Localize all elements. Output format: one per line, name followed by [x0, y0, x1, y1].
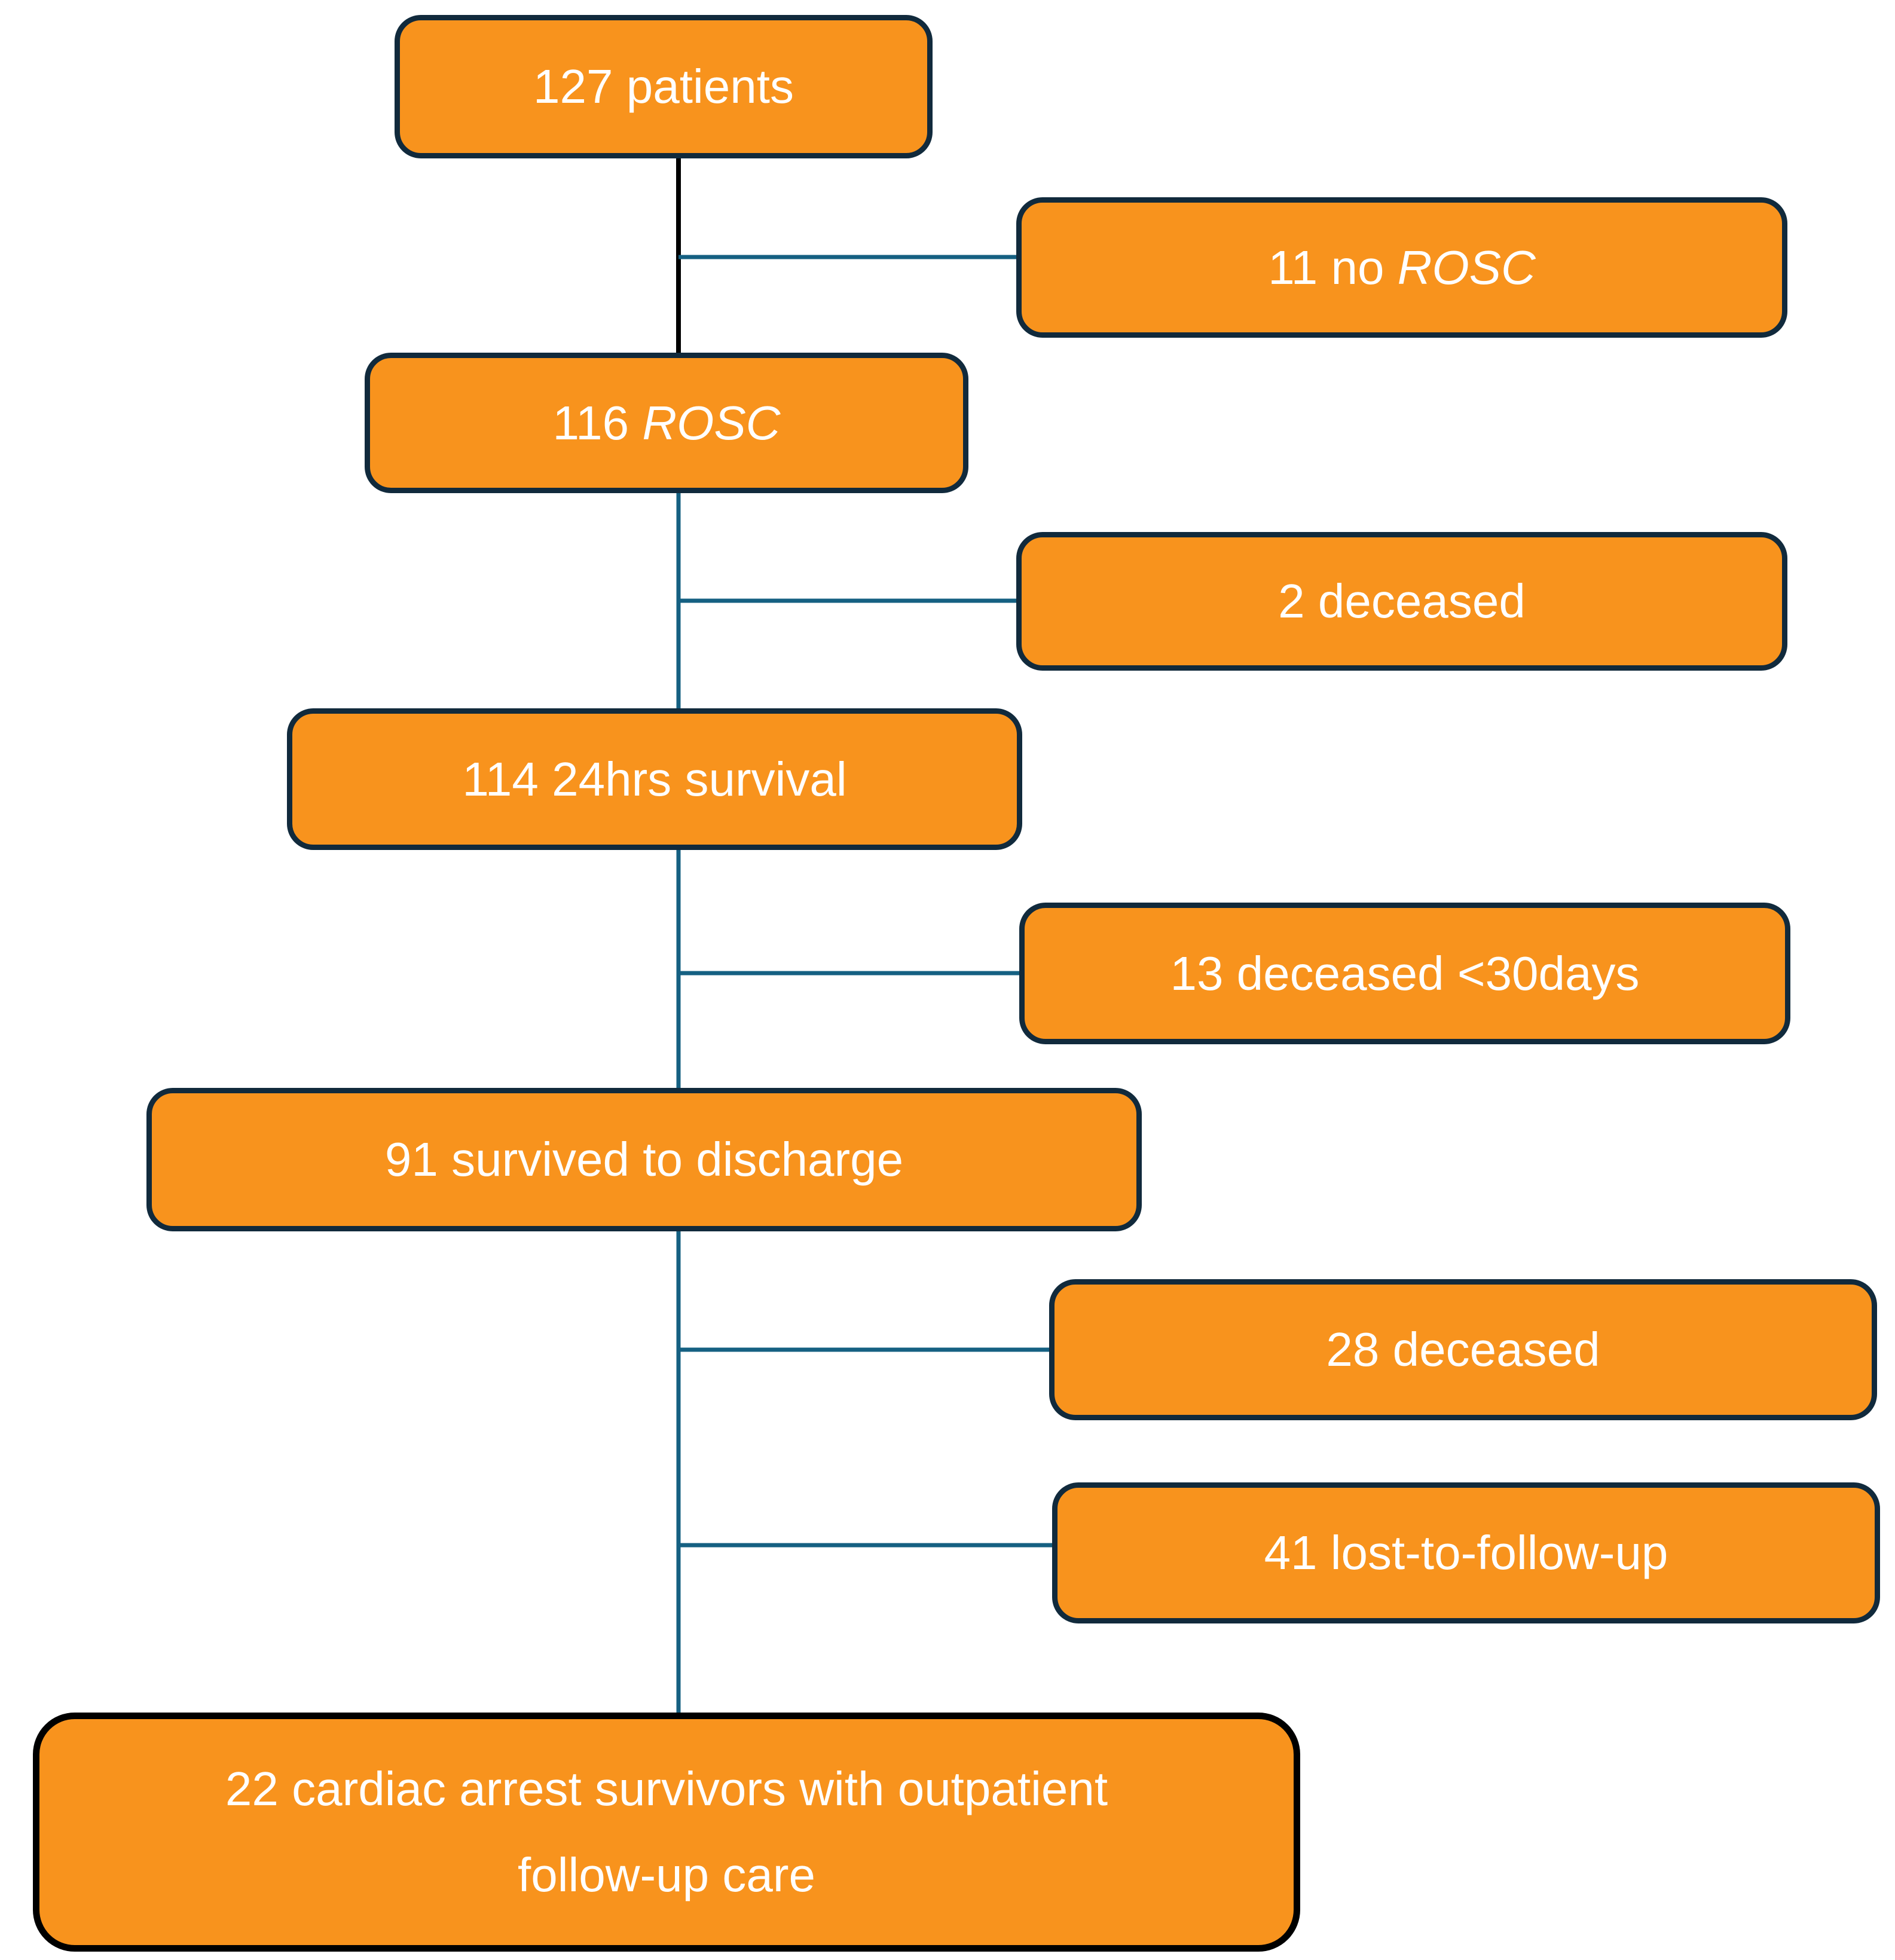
node-91-survived-discharge: 91 survived to discharge [146, 1088, 1142, 1231]
node-116-rosc: 116 ROSC [365, 353, 968, 493]
node-11-no-rosc: 11 no ROSC [1016, 197, 1787, 338]
node-label-2-deceased: 2 deceased [1278, 574, 1526, 628]
node-13-deceased-30days: 13 deceased <30days [1019, 903, 1790, 1044]
node-label-41-lost-to-follow-up: 41 lost-to-follow-up [1264, 1526, 1668, 1579]
node-label-11-no-rosc: 11 no ROSC [1268, 240, 1536, 294]
node-41-lost-to-follow-up: 41 lost-to-follow-up [1052, 1482, 1880, 1623]
node-label-28-deceased: 28 deceased [1326, 1323, 1600, 1376]
node-22-survivors-follow-up: 22 cardiac arrest survivors with outpati… [33, 1713, 1300, 1952]
node-label-114-24hrs-survival: 114 24hrs survival [462, 752, 847, 806]
node-label-127-patients: 127 patients [533, 60, 794, 113]
node-label-116-rosc: 116 ROSC [552, 396, 781, 450]
node-114-24hrs-survival: 114 24hrs survival [287, 708, 1022, 850]
node-28-deceased: 28 deceased [1049, 1279, 1877, 1420]
node-label-line1: 22 cardiac arrest survivors with outpati… [225, 1762, 1108, 1815]
node-127-patients: 127 patients [395, 15, 933, 158]
node-2-deceased: 2 deceased [1016, 532, 1787, 671]
node-label-22-survivors-follow-up: 22 cardiac arrest survivors with outpati… [225, 1746, 1108, 1918]
node-label-13-deceased-30days: 13 deceased <30days [1170, 946, 1640, 1000]
node-label-91-survived-discharge: 91 survived to discharge [384, 1133, 904, 1186]
node-label-line2: follow-up care [517, 1848, 815, 1901]
